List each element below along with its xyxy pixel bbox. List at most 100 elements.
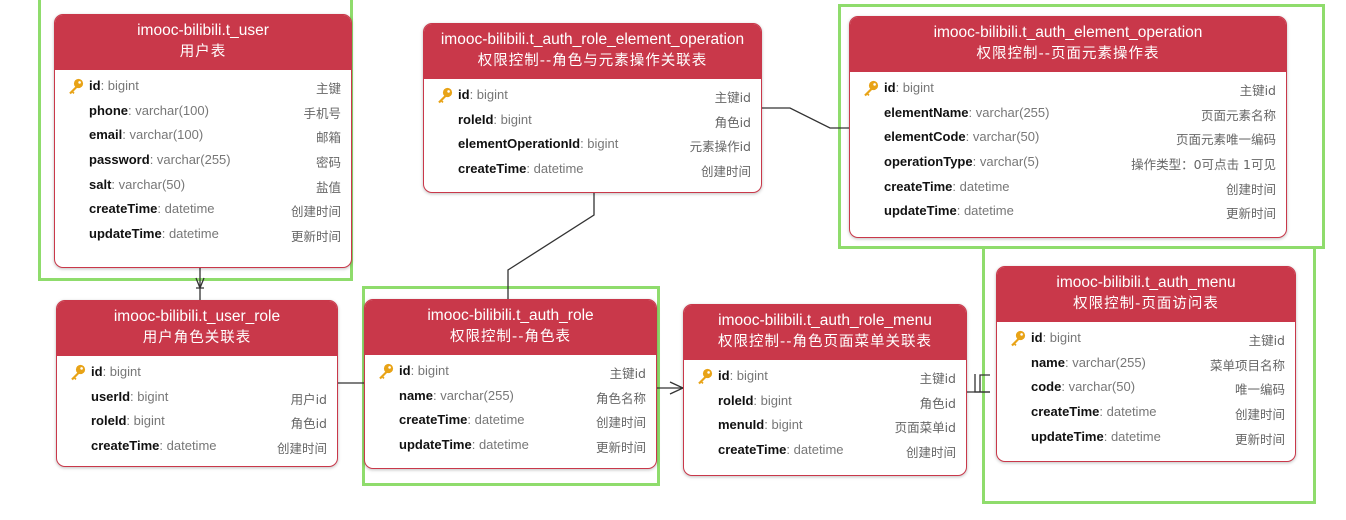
table-user-role[interactable]: imooc-bilibili.t_user_role 用户角色关联表 id: b… xyxy=(56,300,338,467)
field-name: menuId xyxy=(718,417,765,433)
field-comment: 更新时间 xyxy=(1225,206,1276,222)
field-row[interactable]: id: bigint xyxy=(57,360,337,385)
table-menu[interactable]: imooc-bilibili.t_auth_menu 权限控制-页面访问表 id… xyxy=(996,266,1296,462)
table-subtitle: 用户表 xyxy=(179,44,227,60)
field-comment: 更新时间 xyxy=(290,229,341,245)
field-comment: 邮箱 xyxy=(315,130,341,146)
field-comment: 创建时间 xyxy=(905,445,956,461)
field-comment: 创建时间 xyxy=(1225,181,1276,197)
field-name: elementCode xyxy=(884,129,966,145)
connector-roleelementop-elementop xyxy=(761,107,850,129)
field-name: userId xyxy=(91,388,131,404)
field-name: id xyxy=(399,363,411,378)
field-row[interactable]: menuId: bigint 页面菜单id xyxy=(684,413,966,438)
field-name: salt xyxy=(89,176,112,192)
field-name: createTime xyxy=(91,438,160,454)
field-comment: 角色id xyxy=(714,114,751,130)
field-name: id xyxy=(458,87,470,102)
field-type: : datetime xyxy=(526,161,584,177)
field-row[interactable]: code: varchar(50)唯一编码 xyxy=(997,375,1295,400)
field-name: email xyxy=(89,127,123,143)
field-row[interactable]: email: varchar(100) 邮箱 xyxy=(55,123,351,148)
table-header: imooc-bilibili.t_auth_role_menu 权限控制--角色… xyxy=(684,305,966,360)
field-name: updateTime xyxy=(884,203,957,219)
table-element-operation[interactable]: imooc-bilibili.t_auth_element_operation … xyxy=(849,16,1287,238)
field-name: roleId xyxy=(718,392,754,408)
field-name: createTime xyxy=(1031,404,1100,420)
field-comment: 更新时间 xyxy=(595,440,646,456)
field-name: createTime xyxy=(458,161,527,177)
field-row[interactable]: elementName: varchar(255)页面元素名称 xyxy=(850,101,1286,126)
field-comment: 主键 xyxy=(315,81,341,96)
field-name: createTime xyxy=(399,412,468,428)
field-type: : varchar(50) xyxy=(965,129,1040,145)
field-type: : varchar(100) xyxy=(122,127,204,143)
field-row[interactable]: updateTime: datetime 更新时间 xyxy=(365,433,656,458)
key-icon xyxy=(862,79,880,97)
field-row[interactable]: password: varchar(255)密码 xyxy=(55,148,351,173)
table-subtitle: 权限控制--角色表 xyxy=(450,329,571,345)
field-comment: 菜单项目名称 xyxy=(1209,357,1285,373)
field-row[interactable]: name: varchar(255)角色名称 xyxy=(365,384,656,409)
field-type: : bigint xyxy=(580,136,619,152)
field-comment: 创建时间 xyxy=(276,441,327,457)
field-comment: 唯一编码 xyxy=(1234,382,1285,398)
field-comment: 用户id xyxy=(290,391,327,407)
table-role[interactable]: imooc-bilibili.t_auth_role 权限控制--角色表 id:… xyxy=(364,299,657,469)
key-icon xyxy=(1009,329,1027,347)
field-row[interactable]: operationType: varchar(5)操作类型：0可点击 1可见 xyxy=(850,150,1286,175)
table-name: imooc-bilibili.t_user xyxy=(137,22,269,39)
field-comment: 创建时间 xyxy=(290,204,341,220)
field-comment: 手机号 xyxy=(303,105,341,121)
field-name: updateTime xyxy=(399,437,472,453)
table-header: imooc-bilibili.t_auth_element_operation … xyxy=(850,17,1286,72)
table-role-menu[interactable]: imooc-bilibili.t_auth_role_menu 权限控制--角色… xyxy=(683,304,967,476)
field-type: : bigint xyxy=(764,417,803,433)
table-role-element-operation[interactable]: imooc-bilibili.t_auth_role_element_opera… xyxy=(423,23,762,193)
field-row[interactable]: elementCode: varchar(50)页面元素唯一编码 xyxy=(850,125,1286,150)
field-comment: 页面菜单id xyxy=(894,420,956,436)
field-type: : bigint xyxy=(753,392,792,408)
field-name: createTime xyxy=(89,201,158,217)
table-header: imooc-bilibili.t_auth_role 权限控制--角色表 xyxy=(365,300,656,355)
field-name: operationType xyxy=(884,154,973,170)
connector-role-roleelementop xyxy=(507,193,595,299)
table-header: imooc-bilibili.t_auth_role_element_opera… xyxy=(424,24,761,79)
field-type: : varchar(255) xyxy=(1064,354,1146,370)
field-row[interactable]: phone: varchar(100)手机号 xyxy=(55,99,351,124)
key-icon xyxy=(69,363,87,381)
table-name: imooc-bilibili.t_auth_role_element_opera… xyxy=(440,31,745,48)
field-type: : datetime xyxy=(471,437,529,453)
field-type: : datetime xyxy=(952,178,1010,194)
field-type: : datetime xyxy=(1099,404,1157,420)
field-row[interactable]: salt: varchar(50)盐值 xyxy=(55,173,351,198)
field-row[interactable]: name: varchar(255)菜单项目名称 xyxy=(997,351,1295,376)
field-comment: 主键id xyxy=(714,90,751,105)
